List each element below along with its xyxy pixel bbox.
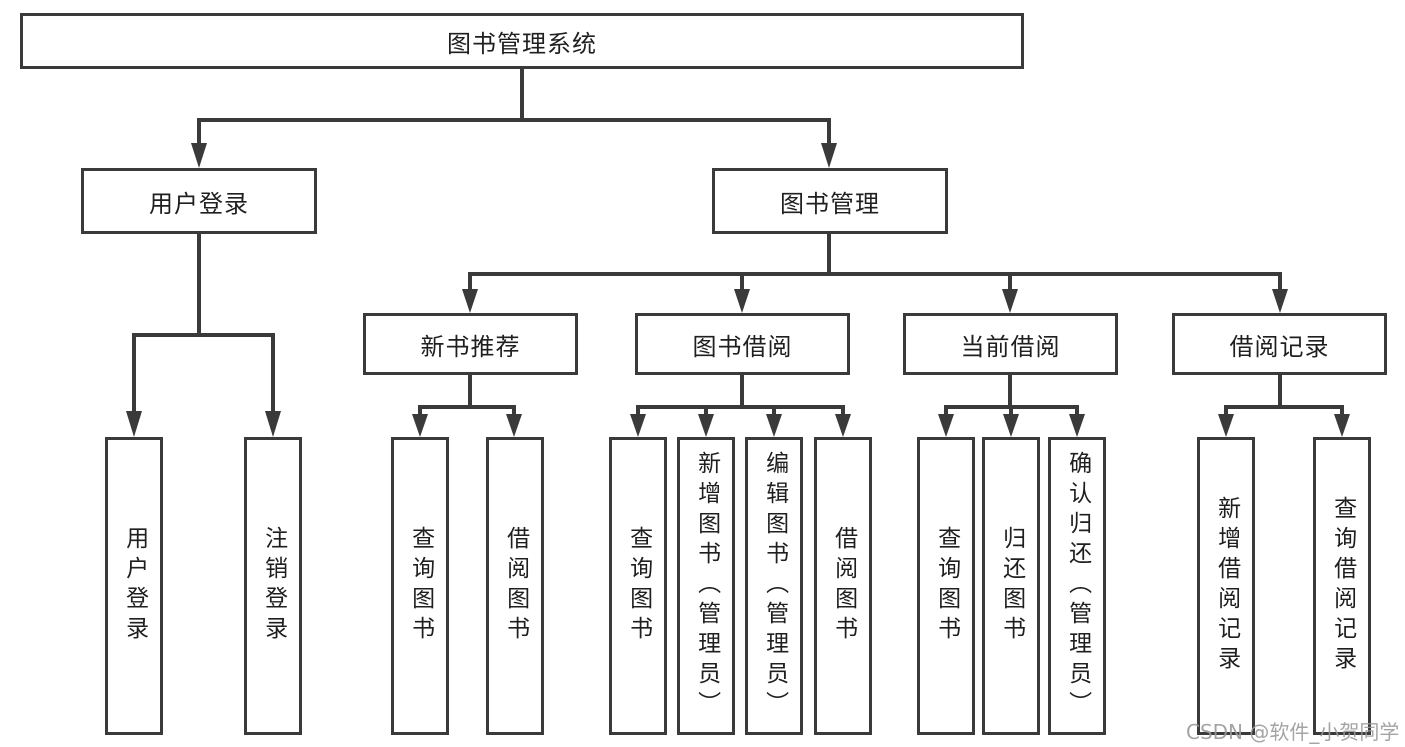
leaf-query-books-borrowing: 查询图书	[609, 437, 667, 735]
node-label: 新增图书（管理员）	[693, 451, 720, 721]
connector-borrow-to-leaves	[630, 373, 851, 437]
node-user-login: 用户登录	[81, 168, 317, 234]
leaf-user-login: 用户登录	[105, 437, 163, 735]
leaf-add-book-admin: 新增图书（管理员）	[677, 437, 735, 735]
node-label: 查询借阅记录	[1329, 496, 1356, 676]
node-label: 用户登录	[121, 526, 148, 646]
connector-current-to-leaves	[938, 373, 1085, 437]
node-label: 新书推荐	[420, 332, 521, 361]
node-label: 查询图书	[625, 526, 652, 646]
node-label: 图书借阅	[692, 332, 793, 361]
leaf-query-books-recommend: 查询图书	[391, 437, 449, 735]
csdn-watermark: CSDN @软件_小贺同学	[1186, 720, 1400, 744]
connector-userlogin-to-leaves	[126, 232, 281, 437]
leaf-return-books: 归还图书	[982, 437, 1040, 735]
node-label: 用户登录	[149, 189, 249, 218]
node-library-management-system: 图书管理系统	[20, 13, 1024, 69]
node-label: 归还图书	[998, 526, 1025, 646]
node-label: 编辑图书（管理员）	[761, 451, 788, 721]
connector-root-to-level2	[191, 66, 837, 168]
node-label: 查询图书	[933, 526, 960, 646]
node-label: 查询图书	[407, 526, 434, 646]
leaf-logout: 注销登录	[244, 437, 302, 735]
node-label: 借阅图书	[830, 526, 857, 646]
leaf-borrow-books-recommend: 借阅图书	[486, 437, 544, 735]
node-new-book-recommendation: 新书推荐	[363, 313, 578, 375]
node-borrowing-records: 借阅记录	[1172, 313, 1387, 375]
connector-bookmgmt-to-level3	[462, 232, 1288, 313]
node-label: 图书管理	[780, 189, 880, 218]
leaf-edit-book-admin: 编辑图书（管理员）	[745, 437, 803, 735]
node-book-management: 图书管理	[712, 168, 948, 234]
node-label: 注销登录	[260, 526, 287, 646]
node-label: 当前借阅	[960, 332, 1061, 361]
node-label: 新增借阅记录	[1213, 496, 1240, 676]
node-label: 借阅记录	[1229, 332, 1330, 361]
leaf-confirm-return-admin: 确认归还（管理员）	[1048, 437, 1106, 735]
node-label: 借阅图书	[502, 526, 529, 646]
leaf-borrow-books-borrowing: 借阅图书	[814, 437, 872, 735]
leaf-query-books-current: 查询图书	[917, 437, 975, 735]
leaf-query-borrow-record: 查询借阅记录	[1313, 437, 1371, 735]
node-label: 图书管理系统	[447, 29, 597, 58]
connector-records-to-leaves	[1218, 373, 1350, 437]
leaf-add-borrow-record: 新增借阅记录	[1197, 437, 1255, 735]
connector-newbook-to-leaves	[412, 373, 522, 437]
node-current-borrowing: 当前借阅	[903, 313, 1118, 375]
node-book-borrowing: 图书借阅	[635, 313, 850, 375]
node-label: 确认归还（管理员）	[1064, 451, 1091, 721]
